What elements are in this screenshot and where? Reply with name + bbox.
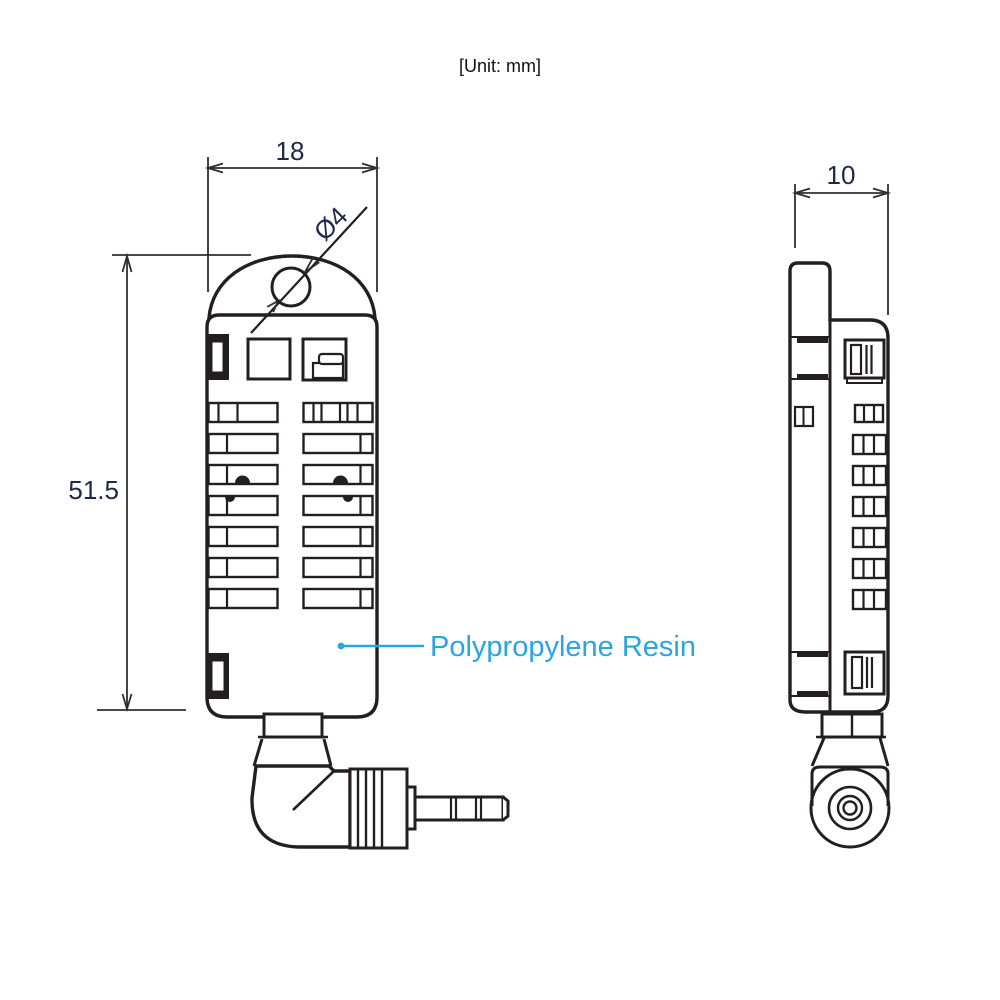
plug-neck: [262, 712, 324, 739]
side-latch-top: [843, 338, 886, 384]
arrowhead-upper-icon: [304, 256, 320, 273]
plug-barrel-circle: [809, 767, 891, 849]
pin-bump-left: [235, 475, 250, 483]
side-body: [788, 261, 890, 714]
plug-tip: [502, 795, 510, 822]
dimension-side-depth: 10: [791, 160, 892, 315]
pin-notch-right: [343, 497, 353, 502]
side-clip-edges: [790, 336, 830, 697]
plug-ribs: [348, 767, 409, 850]
leader-dot-icon: [337, 642, 345, 650]
dimension-front-width: 18: [204, 136, 381, 292]
arrowhead-left-icon: [204, 162, 224, 174]
side-depth-label: 10: [827, 160, 856, 190]
side-plug-connector: [809, 712, 891, 849]
arrowhead-down-icon: [121, 693, 133, 713]
arrowhead-left-icon: [791, 187, 811, 199]
pin-notch-left: [225, 497, 235, 502]
front-body: [205, 313, 379, 719]
front-plug-connector: [250, 712, 510, 850]
sensor-window: [246, 337, 292, 381]
front-view: 18 51.5 Ø4: [68, 136, 696, 850]
front-vent-slots: [207, 401, 374, 610]
arrowhead-right-icon: [872, 187, 892, 199]
arrowhead-right-icon: [361, 162, 381, 174]
dimension-front-height: 51.5: [68, 252, 251, 713]
front-width-label: 18: [276, 136, 305, 166]
material-callout: Polypropylene Resin: [337, 631, 696, 663]
hanging-hole: [270, 266, 312, 308]
elbow-chamfer-line: [292, 770, 335, 811]
hole-diameter-label: Ø4: [308, 201, 354, 247]
plug-elbow: [250, 764, 352, 849]
front-top-details: [206, 334, 348, 382]
side-view: 10: [788, 160, 892, 849]
side-vent-slots: [851, 403, 888, 611]
front-height-label: 51.5: [68, 475, 119, 505]
side-latch-bottom: [843, 650, 886, 696]
plug-shaft: [413, 795, 505, 822]
plug-tip-end-icon: [842, 800, 858, 816]
arrowhead-up-icon: [121, 252, 133, 273]
unit-label: [Unit: mm]: [459, 56, 541, 76]
material-callout-label: Polypropylene Resin: [430, 631, 696, 663]
pin-bump-right: [333, 475, 348, 483]
